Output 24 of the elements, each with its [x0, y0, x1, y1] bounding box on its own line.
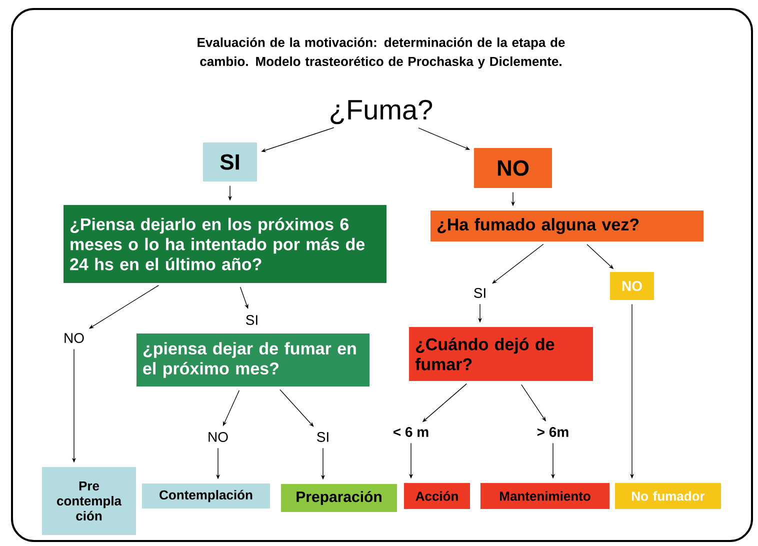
- stage-box: Contemplación: [142, 484, 270, 508]
- answer-box: NO: [610, 272, 654, 300]
- answer-text: SI: [474, 288, 486, 298]
- arrow: [280, 389, 314, 427]
- question-box: ¿Cuándo dejó de fumar?: [409, 327, 593, 381]
- answer-text: < 6 m: [394, 427, 428, 437]
- question-box: ¿Piensa dejarlo en los próximos 6 meses o lo ha intentado por más de 24 hs en el último año?: [64, 205, 386, 283]
- stage-box: Preparación: [281, 484, 397, 512]
- answer-text: > 6m: [537, 427, 568, 437]
- stage-box: Acción: [404, 483, 470, 509]
- question-box: ¿piensa dejar de fumar en el próximo mes?: [136, 334, 370, 386]
- answer-text: SI: [246, 315, 258, 325]
- stage-box: Mantenimiento: [480, 483, 610, 509]
- arrow: [521, 384, 546, 422]
- answer-box: SI: [203, 142, 257, 182]
- answer-text: NO: [208, 432, 228, 442]
- stage-box: No fumador: [615, 483, 721, 509]
- question-box: ¿Ha fumado alguna vez?: [430, 210, 704, 242]
- title: Evaluación de la motivación: determinación de la etapa de cambio. Modelo trasteorético de Prochaska y Diclemente.: [198, 37, 565, 69]
- answer-box: NO: [474, 148, 552, 188]
- answer-text: NO: [64, 333, 84, 343]
- answer-text: SI: [317, 432, 328, 442]
- stage-box: Pre contempla ción: [42, 467, 136, 535]
- question-text: ¿Fuma?: [330, 100, 432, 124]
